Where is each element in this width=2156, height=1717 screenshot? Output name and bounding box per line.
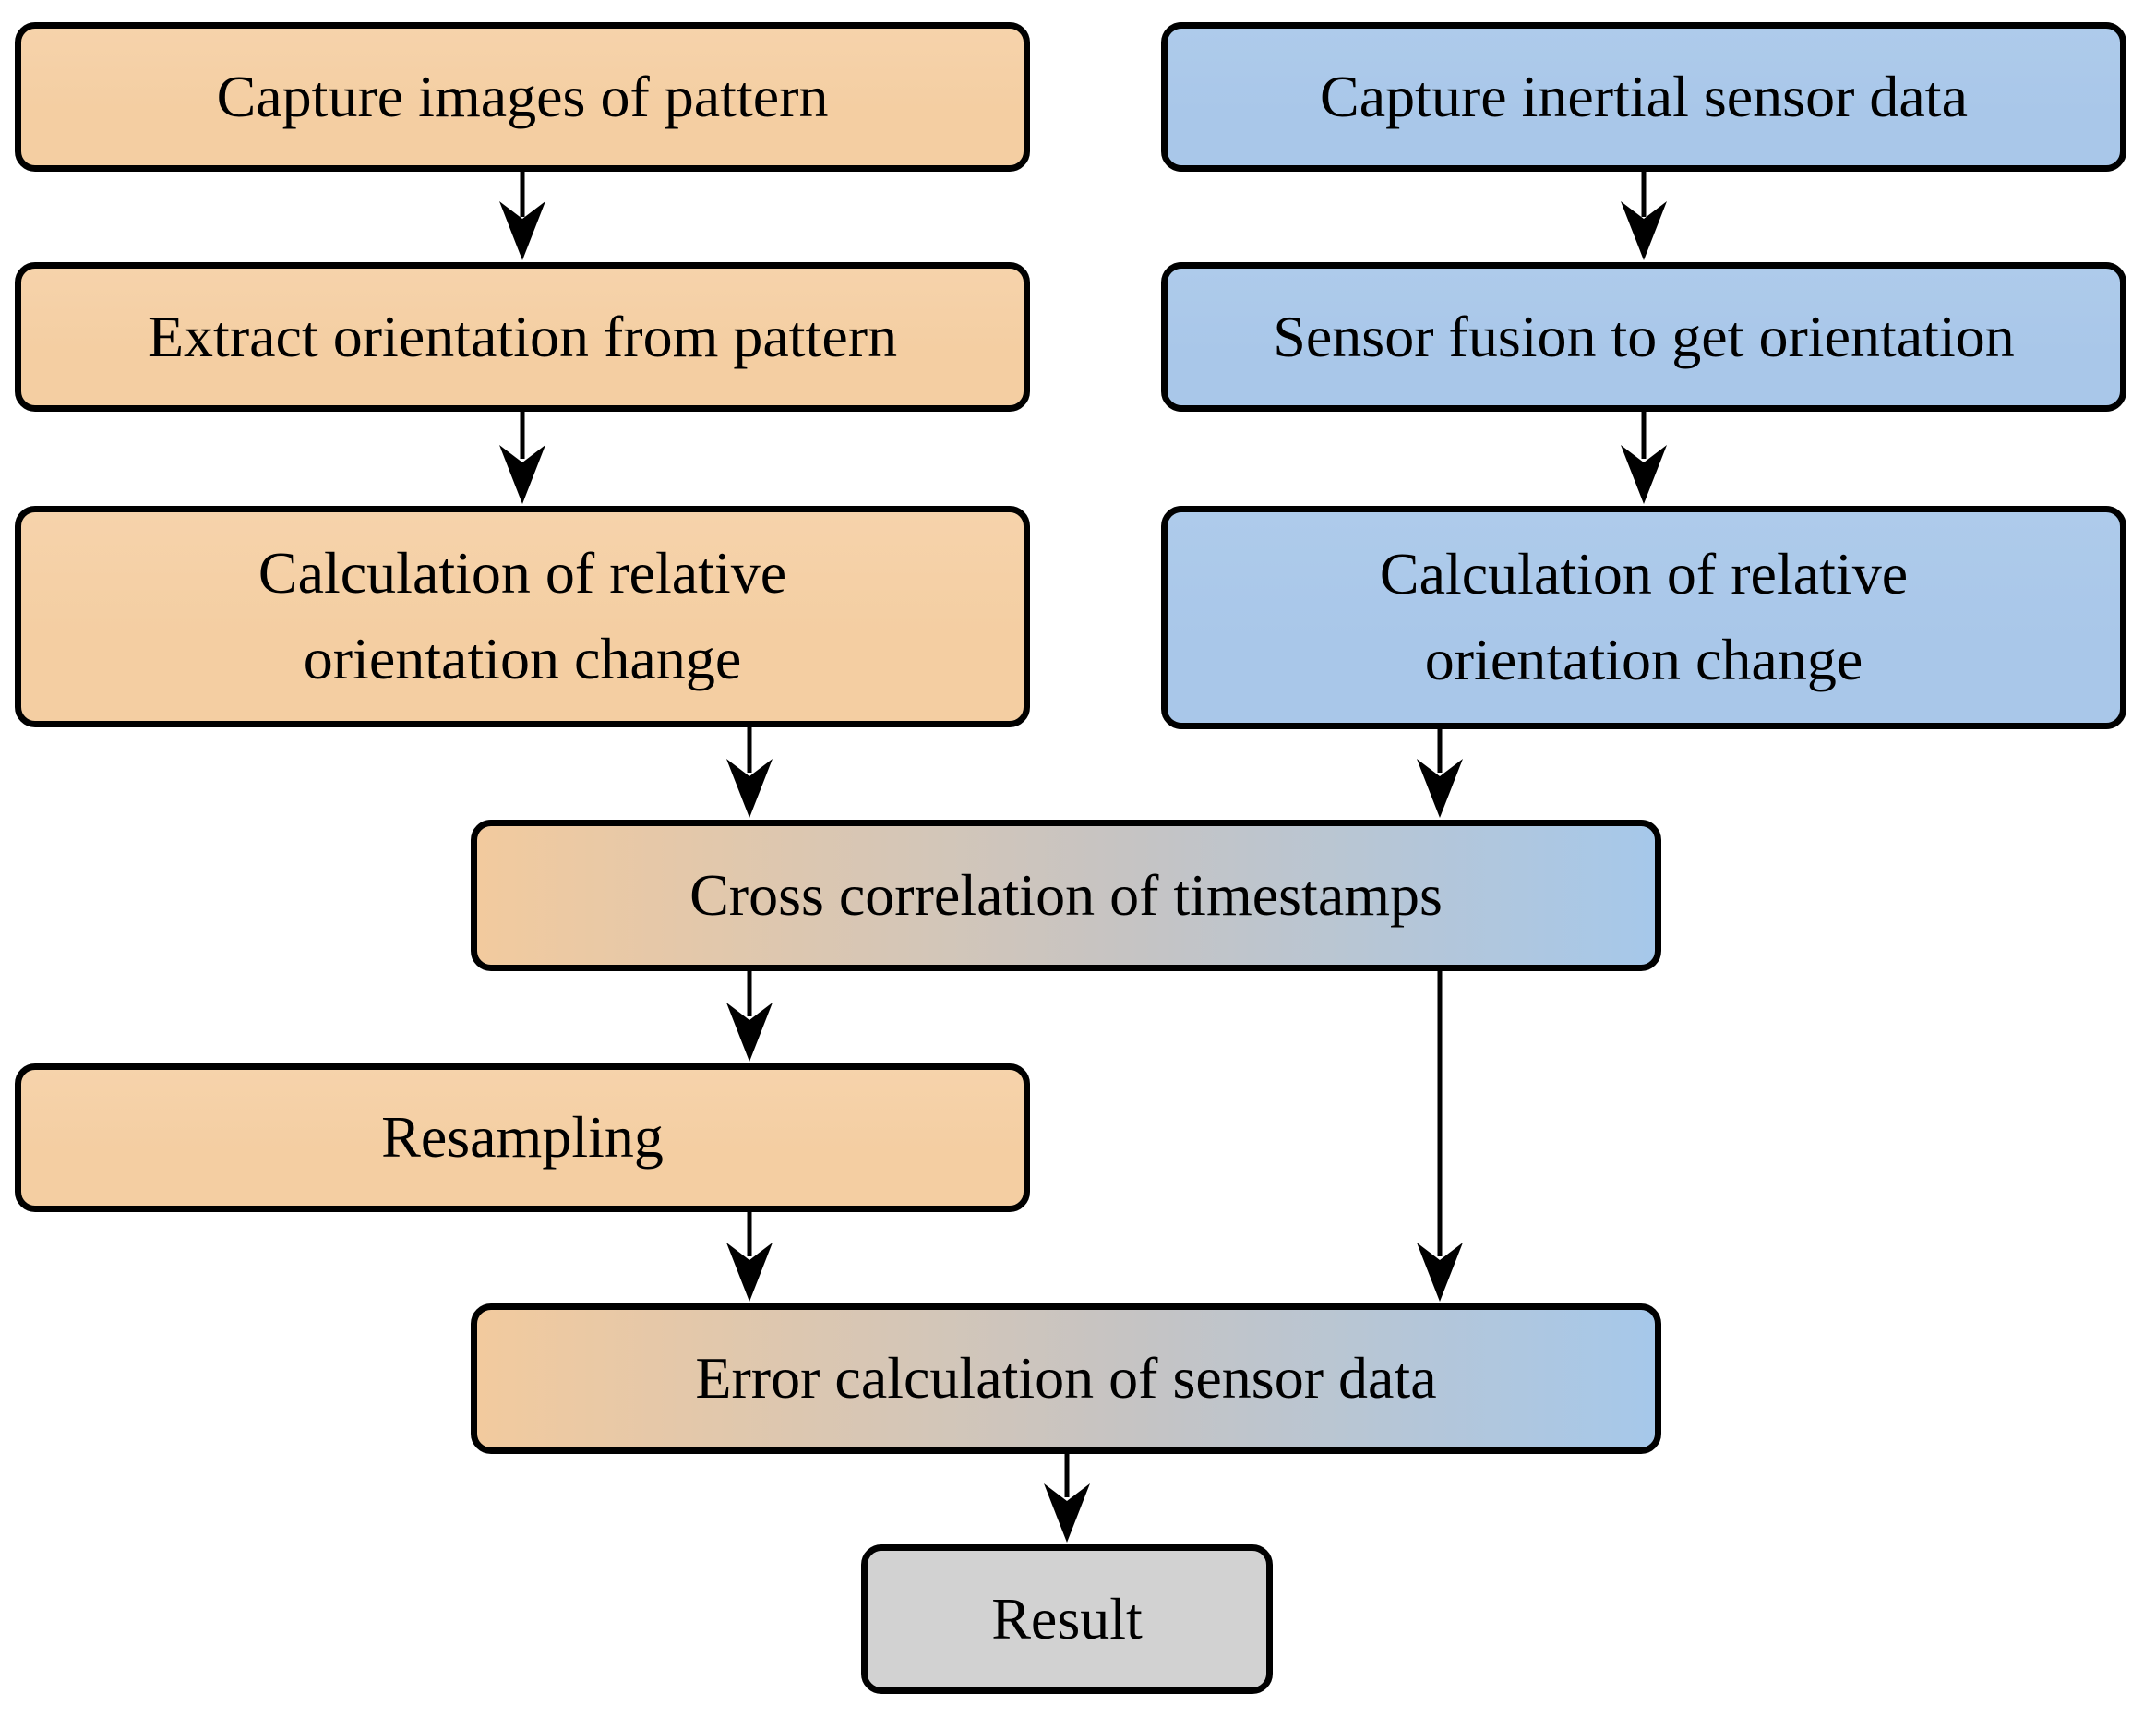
node-camera-relative-orientation-change: Calculation of relative orientation chan… xyxy=(15,506,1030,727)
node-result: Result xyxy=(861,1544,1273,1694)
node-label: Resampling xyxy=(381,1104,664,1171)
node-label: Extract orientation from pattern xyxy=(147,303,898,369)
node-label: Cross correlation of timestamps xyxy=(689,861,1443,928)
node-sensor-fusion-to-get-orientation: Sensor fusion to get orientation xyxy=(1161,262,2126,412)
node-label: Capture inertial sensor data xyxy=(1320,63,1968,129)
node-label: Calculation of relative orientation chan… xyxy=(1379,541,1909,692)
arrow-error-calculation-to-result xyxy=(1044,1454,1090,1543)
arrow-resampling-to-error-calculation xyxy=(726,1212,773,1302)
arrow-camera-relative-to-cross-correlation xyxy=(726,727,773,818)
node-imu-relative-orientation-change: Calculation of relative orientation chan… xyxy=(1161,506,2126,729)
node-resampling: Resampling xyxy=(15,1063,1030,1212)
arrow-imu-relative-to-cross-correlation xyxy=(1417,729,1463,818)
arrow-cross-correlation-to-resampling xyxy=(726,971,773,1062)
node-capture-images-of-pattern: Capture images of pattern xyxy=(15,22,1030,172)
node-cross-correlation-of-timestamps: Cross correlation of timestamps xyxy=(471,820,1661,971)
arrow-capture-images-to-extract-orientation xyxy=(499,172,545,260)
node-error-calculation-of-sensor-data: Error calculation of sensor data xyxy=(471,1303,1661,1454)
arrow-extract-orientation-to-camera-relative xyxy=(499,412,545,504)
node-label: Calculation of relative orientation chan… xyxy=(258,540,787,691)
node-label: Capture images of pattern xyxy=(216,63,829,129)
node-label: Sensor fusion to get orientation xyxy=(1273,303,2015,369)
node-label: Result xyxy=(991,1585,1143,1651)
node-capture-inertial-sensor-data: Capture inertial sensor data xyxy=(1161,22,2126,172)
arrow-sensor-fusion-to-imu-relative xyxy=(1621,412,1667,504)
node-extract-orientation-from-pattern: Extract orientation from pattern xyxy=(15,262,1030,412)
node-label: Error calculation of sensor data xyxy=(695,1345,1437,1411)
arrow-capture-inertial-to-sensor-fusion xyxy=(1621,172,1667,260)
arrow-cross-correlation-to-error-calculation xyxy=(1417,971,1463,1302)
